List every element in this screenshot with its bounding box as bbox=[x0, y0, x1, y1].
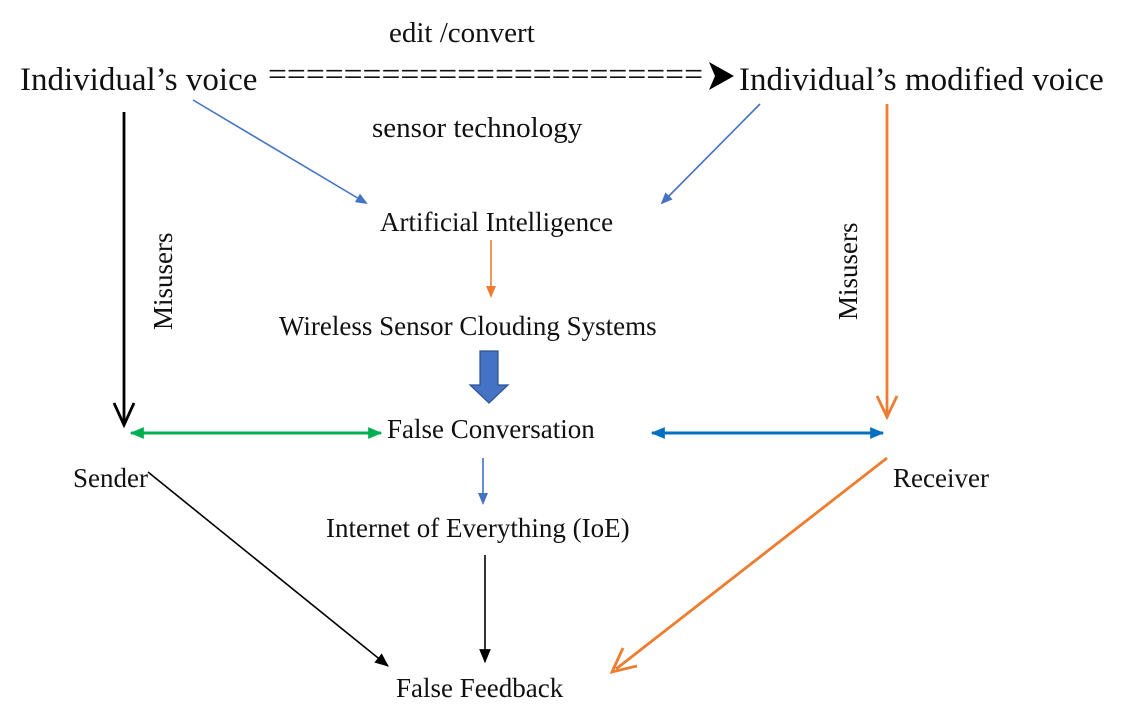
equals-connector: ======================= bbox=[268, 57, 703, 93]
misusers-left-label: Misusers bbox=[148, 232, 178, 330]
ai-label: Artificial Intelligence bbox=[380, 207, 613, 237]
left-misusers-arrow-icon bbox=[112, 402, 136, 429]
modified-voice-label: Individual’s modified voice bbox=[739, 62, 1104, 98]
edit-convert-label: edit /convert bbox=[389, 17, 535, 49]
modified-to-ai-arrow bbox=[660, 103, 761, 205]
ioe-label: Internet of Everything (IoE) bbox=[326, 513, 630, 543]
wireless-label: Wireless Sensor Clouding Systems bbox=[279, 311, 657, 341]
false-feedback-label: False Feedback bbox=[396, 673, 564, 703]
receiver-label: Receiver bbox=[893, 463, 989, 493]
individual-voice-label: Individual’s voice bbox=[20, 62, 257, 98]
equals-arrow-head-icon bbox=[709, 62, 734, 90]
receiver-to-feedback-arrow-icon bbox=[609, 647, 638, 675]
voice-to-ai-arrow bbox=[192, 99, 368, 205]
block-down-arrow-icon bbox=[468, 350, 510, 404]
misusers-right-label: Misusers bbox=[833, 222, 863, 320]
receiver-to-feedback-line bbox=[615, 456, 888, 671]
false-conversation-label: False Conversation bbox=[387, 414, 595, 444]
sender-to-feedback-arrow bbox=[147, 471, 389, 667]
sensor-technology-label: sensor technology bbox=[372, 112, 583, 144]
right-misusers-arrow-icon bbox=[875, 395, 899, 421]
sender-label: Sender bbox=[73, 463, 148, 493]
